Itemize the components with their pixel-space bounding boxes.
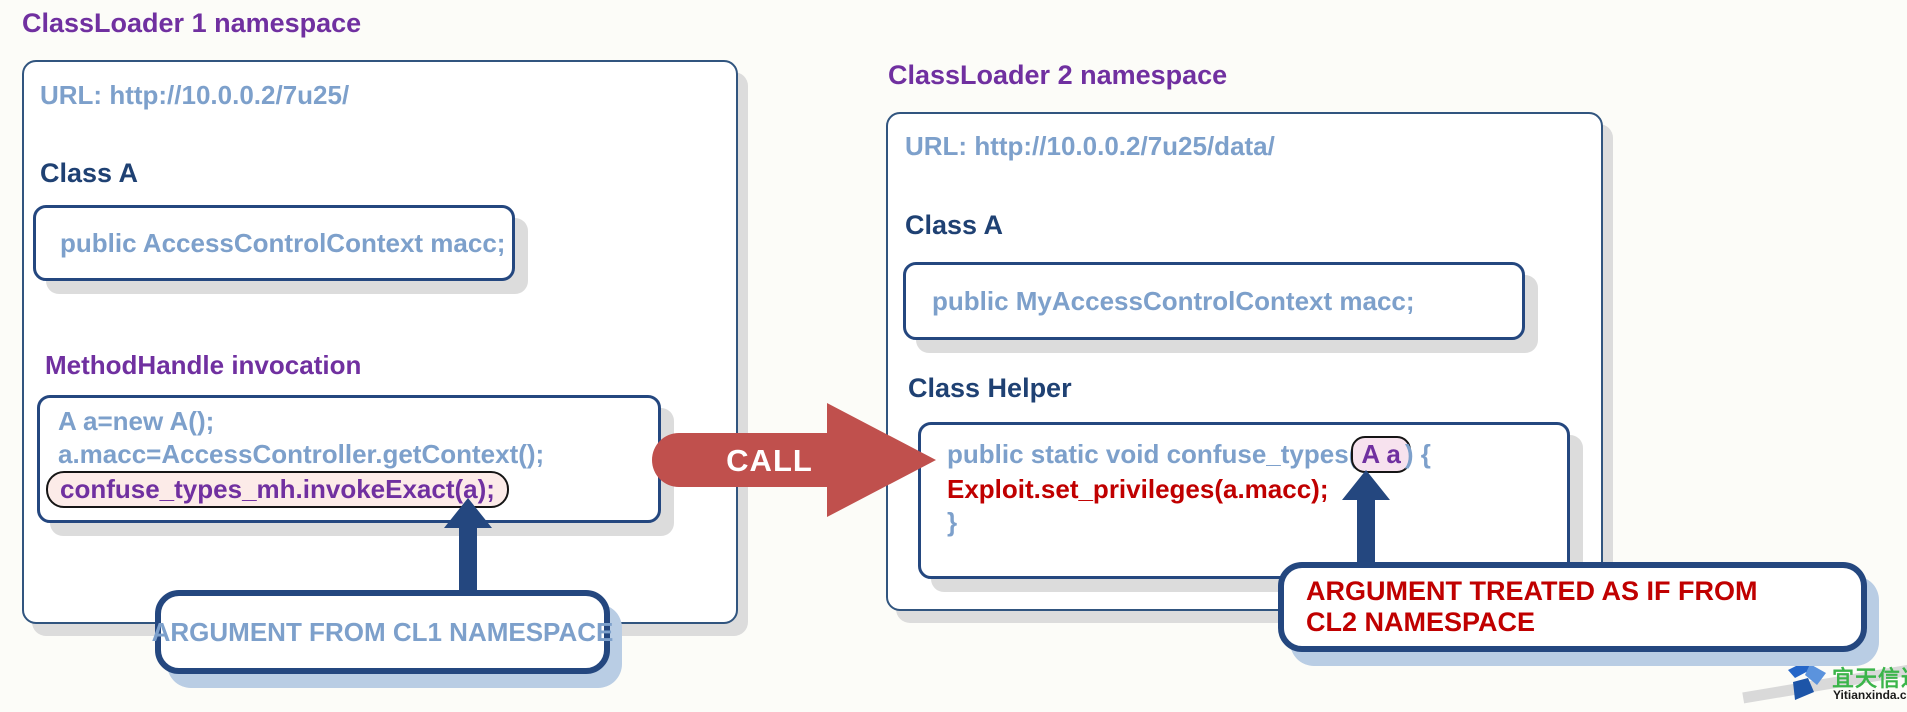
cl2-code-line1-suffix: ) { — [1404, 439, 1431, 469]
cl1-class-a-box: public AccessControlContext macc; — [33, 205, 515, 281]
classloader2-url: URL: http://10.0.0.2/7u25/data/ — [905, 131, 1275, 161]
cl2-annotation-line1: ARGUMENT TREATED AS IF FROM — [1306, 576, 1758, 606]
cl2-code-line3: } — [947, 507, 958, 537]
classloader1-url: URL: http://10.0.0.2/7u25/ — [40, 80, 350, 110]
cl2-highlighted-argument: A a — [1351, 436, 1411, 473]
cl1-code-line1: A a=new A(); — [58, 406, 215, 436]
call-arrow-label: CALL — [726, 443, 813, 478]
cl1-class-a-code: public AccessControlContext macc; — [60, 227, 506, 258]
cl1-code-box: A a=new A(); a.macc=AccessController.get… — [37, 395, 661, 523]
cl1-code-line3-row: confuse_types_mh.invokeExact(a); — [46, 471, 658, 508]
cl1-class-a-heading: Class A — [40, 158, 139, 188]
watermark-en-text: Yitianxinda.com — [1833, 688, 1907, 702]
cl1-annotation-box: ARGUMENT FROM CL1 NAMESPACE — [152, 590, 613, 674]
cl2-class-a-heading: Class A — [905, 210, 1004, 240]
cl1-code-line2: a.macc=AccessController.getContext(); — [58, 439, 545, 469]
cl2-code-box: public static void confuse_types(A a) { … — [918, 422, 1570, 579]
classloader1-title: ClassLoader 1 namespace — [22, 8, 362, 38]
cl1-annotation-text: ARGUMENT FROM CL1 NAMESPACE — [151, 616, 614, 647]
watermark-cn-text: 宜天信达 — [1832, 666, 1907, 691]
methodhandle-invocation-heading: MethodHandle invocation — [45, 350, 362, 380]
cl2-code-line1-prefix: public static void confuse_types( — [947, 439, 1358, 469]
cl2-annotation-line2: CL2 NAMESPACE — [1306, 607, 1536, 637]
call-arrow-icon — [652, 403, 936, 517]
cl2-class-a-code: public MyAccessControlContext macc; — [932, 285, 1415, 316]
classloader1-namespace-box — [22, 60, 738, 624]
cl2-class-a-box: public MyAccessControlContext macc; — [903, 262, 1525, 340]
cl2-up-arrow — [1342, 470, 1390, 562]
cl1-up-arrow — [444, 498, 492, 594]
cl2-code-line1: public static void confuse_types(A a) { — [947, 436, 1567, 473]
classloader2-title: ClassLoader 2 namespace — [888, 60, 1228, 90]
cl1-highlighted-invocation: confuse_types_mh.invokeExact(a); — [46, 471, 509, 508]
class-helper-heading: Class Helper — [908, 373, 1072, 403]
watermark-logo-icon — [1788, 661, 1826, 700]
cl2-code-line2: Exploit.set_privileges(a.macc); — [947, 474, 1329, 504]
cl2-annotation-box: ARGUMENT TREATED AS IF FROM CL2 NAMESPAC… — [1278, 562, 1867, 652]
